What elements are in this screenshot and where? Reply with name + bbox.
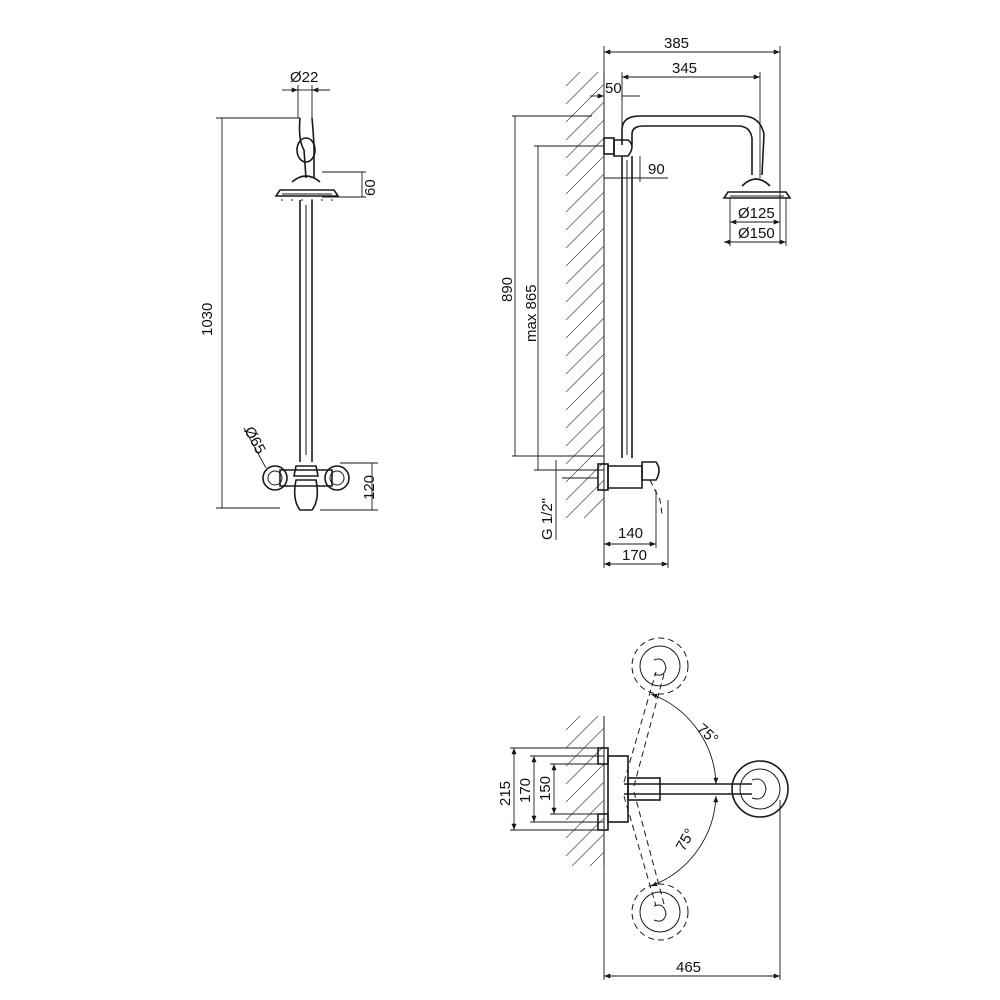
label-head-height: 60	[362, 179, 379, 196]
side-mixer	[562, 461, 663, 515]
front-lever	[293, 479, 319, 511]
side-overhead-arm	[621, 115, 765, 176]
label-flange-diameter: Ø65	[240, 424, 268, 457]
label-lever-depth: 170	[622, 547, 647, 564]
label-pipe-diameter: Ø22	[290, 69, 318, 86]
front-arm	[298, 117, 307, 179]
angle-arc-upper	[650, 693, 719, 785]
label-width-150: 150	[537, 776, 554, 801]
label-width-170: 170	[517, 778, 534, 803]
label-total-height: 1030	[199, 303, 216, 336]
angle-arc-lower	[650, 795, 719, 887]
front-view: Ø22 60 1030	[199, 69, 379, 511]
label-thread: G 1/2"	[539, 498, 556, 540]
label-max-865: max 865	[523, 284, 540, 342]
label-mixer-depth: 140	[618, 525, 643, 542]
side-wall-hatch	[565, 71, 605, 520]
label-wall-offset: 50	[605, 80, 622, 97]
top-mixer	[588, 747, 661, 831]
side-view: 385 345 50 90 Ø125	[499, 35, 792, 568]
label-bracket-offset: 90	[648, 161, 665, 178]
label-overall-projection: 385	[664, 35, 689, 52]
label-width-215: 215	[497, 781, 514, 806]
label-head-inner-diameter: Ø125	[738, 205, 775, 222]
label-angle-lower: 75°	[673, 826, 699, 854]
side-top-bracket	[592, 137, 633, 157]
top-arm-upper-position	[623, 637, 689, 787]
label-mixer-height: 120	[361, 475, 378, 500]
dim-line-d65	[243, 427, 267, 469]
side-shower-head	[722, 178, 792, 199]
front-mixer	[262, 465, 350, 511]
top-shower-head	[731, 760, 789, 818]
label-height-890: 890	[499, 277, 516, 302]
front-shower-head	[274, 175, 340, 201]
top-wall-hatch	[565, 715, 605, 867]
label-arm-projection: 345	[672, 60, 697, 77]
label-angle-upper: 75°	[693, 720, 721, 748]
label-head-outer-diameter: Ø150	[738, 225, 775, 242]
top-view: 215 170 150	[497, 637, 789, 980]
top-arm-lower-position	[623, 791, 689, 941]
label-reach: 465	[676, 959, 701, 976]
